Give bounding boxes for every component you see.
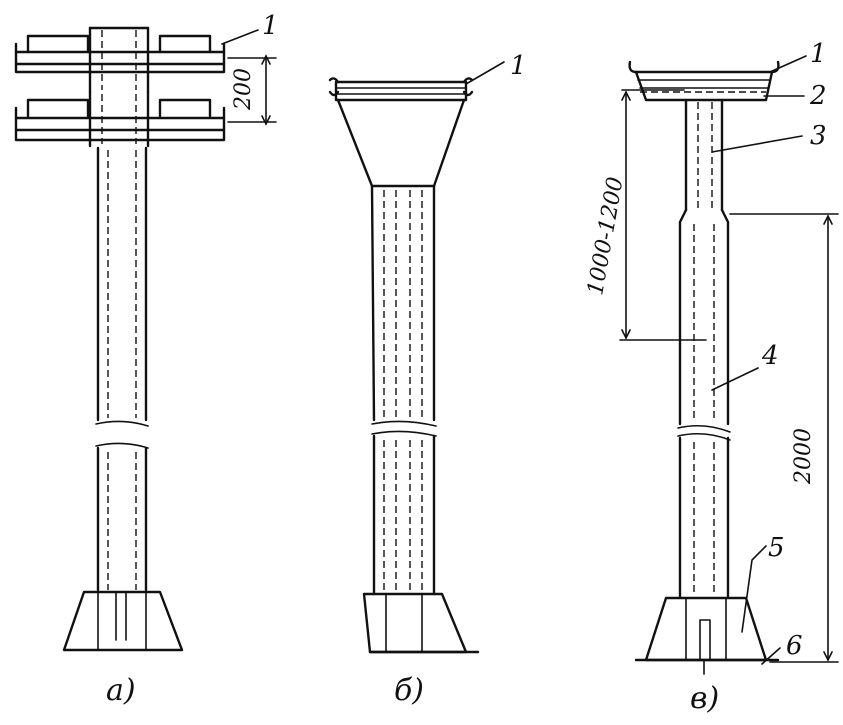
panel-a-column: 200 1 а) bbox=[14, 11, 279, 708]
dimension-label-2000: 2000 bbox=[791, 428, 816, 485]
panel-a-dimension-200: 200 bbox=[227, 54, 277, 126]
panel-a-callout-1: 1 bbox=[221, 11, 279, 45]
dimension-label-200: 200 bbox=[231, 68, 256, 111]
panel-v-dimension-1000-1200: 1000-1200 bbox=[583, 89, 707, 341]
panel-a-lower-cap bbox=[14, 90, 226, 148]
panel-v-dimension-2000: 2000 bbox=[729, 213, 839, 663]
panel-a-upper-cap bbox=[14, 26, 226, 94]
panel-v-base bbox=[634, 596, 780, 675]
callout-label-1: 1 bbox=[810, 39, 827, 69]
callout-label-6: 6 bbox=[786, 631, 803, 661]
callout-label-4: 4 bbox=[761, 341, 779, 371]
panel-caption-b: б) bbox=[394, 673, 424, 708]
callout-label-5: 5 bbox=[768, 533, 785, 563]
callout-label-3: 3 bbox=[810, 121, 827, 151]
panel-v-column: 1000-1200 2000 1 2 3 4 5 6 в) bbox=[583, 39, 839, 716]
panel-b-shaft bbox=[370, 184, 437, 596]
panel-b-base bbox=[362, 592, 480, 654]
panel-caption-v: в) bbox=[690, 681, 719, 716]
panel-v-capital bbox=[628, 60, 780, 102]
callout-label-2: 2 bbox=[809, 81, 827, 111]
panel-b-column: 1 б) bbox=[328, 51, 527, 708]
panel-a-base bbox=[62, 590, 184, 652]
panel-a-shaft bbox=[95, 146, 149, 641]
panel-v-sleeve bbox=[677, 208, 731, 598]
panel-v-upper-shaft bbox=[684, 98, 724, 212]
callout-label-1: 1 bbox=[262, 11, 279, 41]
dimension-label-1000-1200: 1000-1200 bbox=[583, 175, 628, 297]
panel-b-capital bbox=[328, 77, 474, 188]
panel-b-callout-1: 1 bbox=[465, 51, 527, 85]
panel-v-callouts: 1 2 3 4 5 6 bbox=[711, 39, 827, 665]
panel-caption-a: а) bbox=[106, 673, 136, 708]
callout-label-1: 1 bbox=[510, 51, 527, 81]
